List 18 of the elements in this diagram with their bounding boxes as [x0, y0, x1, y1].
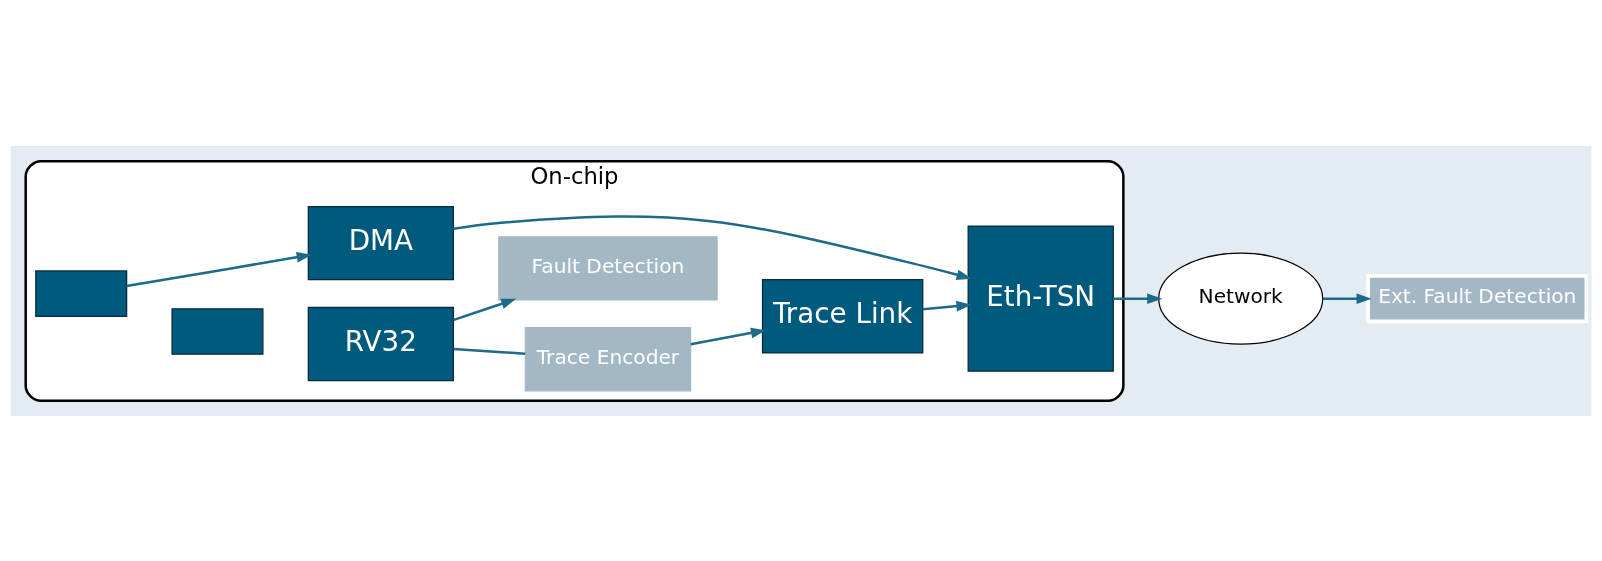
arrow [453, 298, 517, 321]
arrow [126, 251, 312, 287]
node-ellipse: Network [1158, 252, 1324, 345]
node-box: Fault Detection [498, 235, 718, 301]
node-box: Trace Encoder [524, 326, 692, 391]
arrow [922, 300, 972, 311]
arrow [1322, 292, 1372, 304]
node-box [35, 269, 128, 317]
arrow [453, 214, 972, 280]
node-box: Eth-TSN [967, 225, 1114, 372]
node-box: RV32 [307, 306, 455, 381]
node-box: Ext. Fault Detection [1366, 273, 1589, 323]
arrow [1113, 292, 1163, 304]
node-box: Trace Link [761, 278, 924, 354]
node-box [171, 307, 264, 355]
connector [453, 347, 526, 355]
node-box: DMA [307, 205, 455, 280]
arrow [690, 327, 767, 345]
